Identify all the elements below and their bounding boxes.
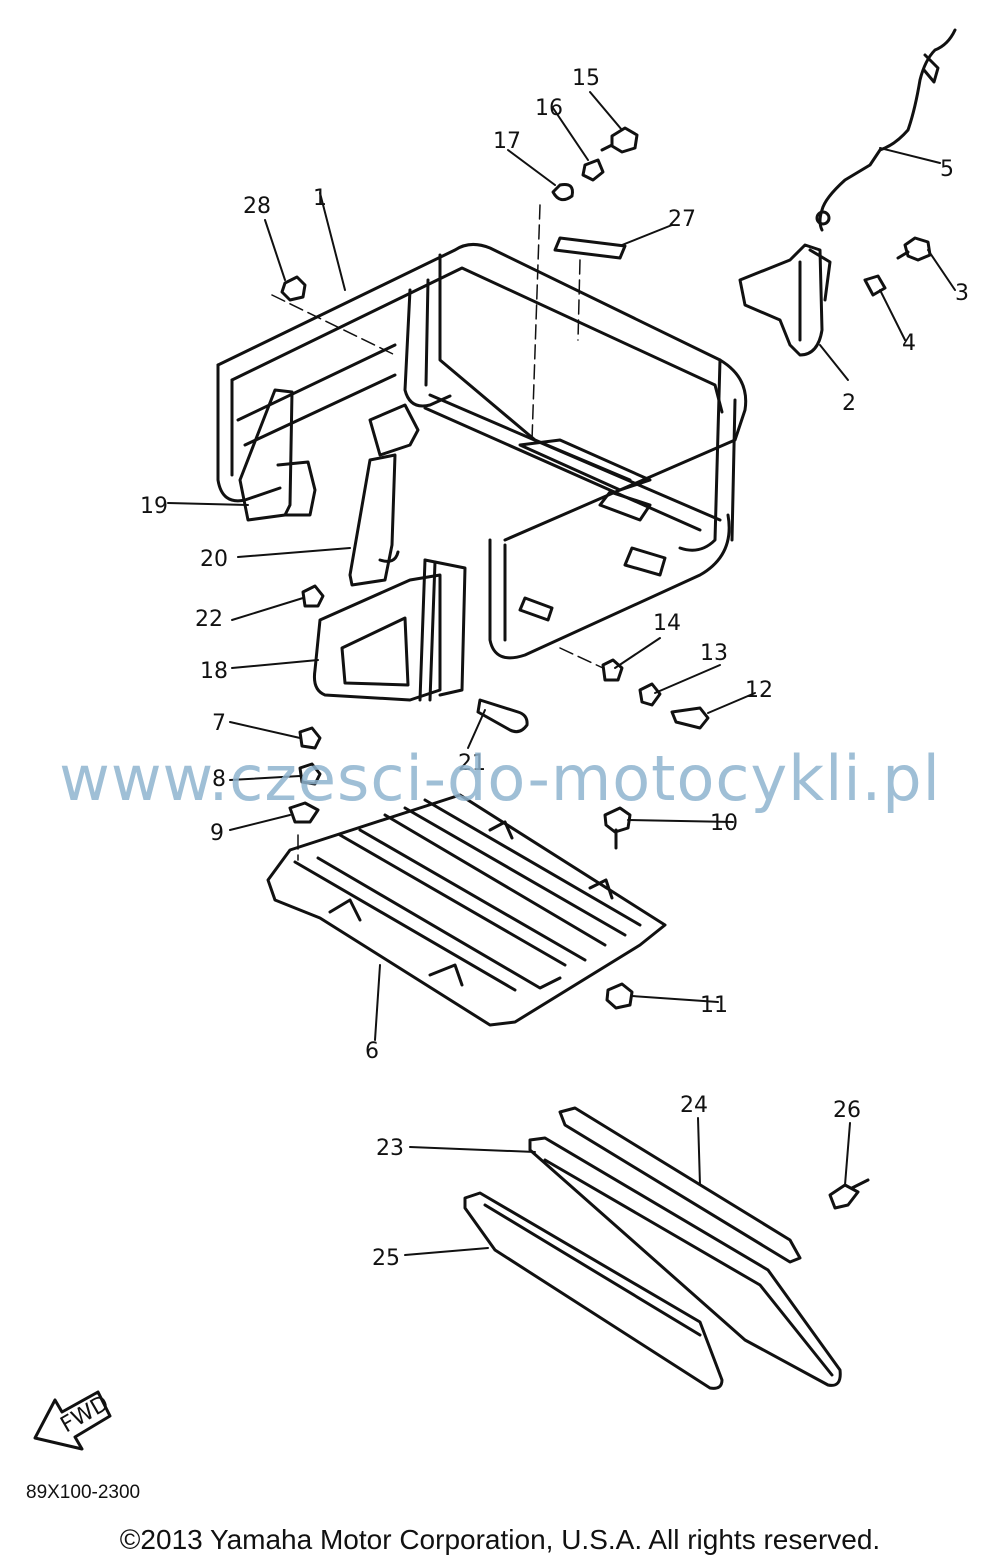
callout-14: 14 xyxy=(653,611,681,636)
leader-lines xyxy=(167,91,956,1256)
callout-21: 21 xyxy=(458,751,486,776)
callout-28: 28 xyxy=(243,194,271,219)
latch-2 xyxy=(738,243,832,357)
callout-1: 1 xyxy=(313,186,327,211)
callout-23: 23 xyxy=(376,1136,404,1161)
decal-27 xyxy=(553,236,627,260)
callout-8: 8 xyxy=(212,767,226,792)
callout-27: 27 xyxy=(668,207,696,232)
fwd-arrow-icon xyxy=(33,1390,112,1451)
fasteners xyxy=(280,126,932,1210)
callout-7: 7 xyxy=(212,711,226,736)
callout-4: 4 xyxy=(902,331,916,356)
callout-9: 9 xyxy=(210,821,224,846)
guide-lines xyxy=(271,204,604,861)
callout-12: 12 xyxy=(745,678,773,703)
callout-25: 25 xyxy=(372,1246,400,1271)
skid-plate-6 xyxy=(266,793,667,1027)
bar-25 xyxy=(463,1191,724,1390)
callout-19: 19 xyxy=(140,494,168,519)
callout-17: 17 xyxy=(493,129,521,154)
side-cover-18 xyxy=(313,558,467,702)
callout-18: 18 xyxy=(200,659,228,684)
callout-13: 13 xyxy=(700,641,728,666)
callout-3: 3 xyxy=(955,281,969,306)
callout-2: 2 xyxy=(842,391,856,416)
callout-26: 26 xyxy=(833,1098,861,1123)
bracket-20 xyxy=(348,453,400,587)
callout-5: 5 xyxy=(940,157,954,182)
callout-16: 16 xyxy=(535,96,563,121)
callout-labels: 1 2 3 4 5 6 7 8 9 10 11 12 13 14 15 16 1… xyxy=(140,66,969,1271)
copyright-notice: ©2013 Yamaha Motor Corporation, U.S.A. A… xyxy=(119,1524,881,1555)
diagram-code: 89X100-2300 xyxy=(26,1482,141,1503)
callout-11: 11 xyxy=(700,993,728,1018)
callout-24: 24 xyxy=(680,1093,708,1118)
bar-24 xyxy=(558,1106,802,1264)
callout-15: 15 xyxy=(572,66,600,91)
rack-frame xyxy=(216,243,748,660)
guard-plate-23 xyxy=(528,1136,842,1387)
cable-5 xyxy=(815,28,957,232)
callout-6: 6 xyxy=(365,1039,379,1064)
bracket-19 xyxy=(238,388,317,522)
callout-20: 20 xyxy=(200,547,228,572)
callout-22: 22 xyxy=(195,607,223,632)
callout-10: 10 xyxy=(710,811,738,836)
